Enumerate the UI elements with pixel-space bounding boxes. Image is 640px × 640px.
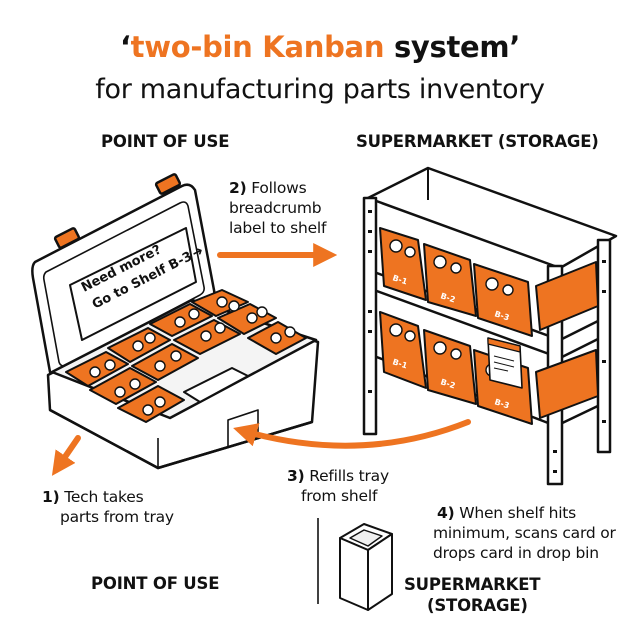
heading-supermarket-bottom-2: (STORAGE)	[427, 596, 528, 615]
step-1: 1) Tech takes parts from tray	[42, 488, 174, 526]
page-subtitle: for manufacturing parts inventory	[95, 74, 545, 105]
parts-tray-icon: Need more? Go to Shelf B-3 ➜	[31, 173, 320, 470]
title-quote: ‘	[119, 30, 131, 64]
page-title: ‘two-bin Kanban system’	[0, 30, 640, 64]
heading-supermarket-bottom-1: SUPERMARKET	[404, 575, 541, 594]
heading-point-of-use-bottom: POINT OF USE	[91, 574, 220, 593]
storage-shelf-icon	[362, 166, 618, 486]
heading-supermarket: SUPERMARKET (STORAGE)	[356, 132, 599, 151]
bin-label: B-2	[439, 377, 456, 390]
bin-label: B-2	[439, 291, 456, 304]
arrow-take-parts-icon	[51, 435, 81, 476]
step-4: 4) When shelf hits minimum, scans card o…	[433, 504, 616, 562]
step-3: 3) Refills tray from shelf	[287, 467, 389, 505]
title-rest: system’	[384, 30, 521, 64]
drop-bin-icon	[339, 523, 393, 611]
heading-point-of-use: POINT OF USE	[101, 132, 230, 151]
bin-label: B-3	[493, 397, 510, 410]
arrow-refill-icon	[233, 419, 471, 449]
kanban-card-icon	[487, 337, 523, 389]
title-highlight: two-bin Kanban	[130, 30, 385, 64]
bin-label: B-3	[493, 309, 510, 322]
step-2: 2) Follows breadcrumb label to shelf	[229, 179, 327, 237]
